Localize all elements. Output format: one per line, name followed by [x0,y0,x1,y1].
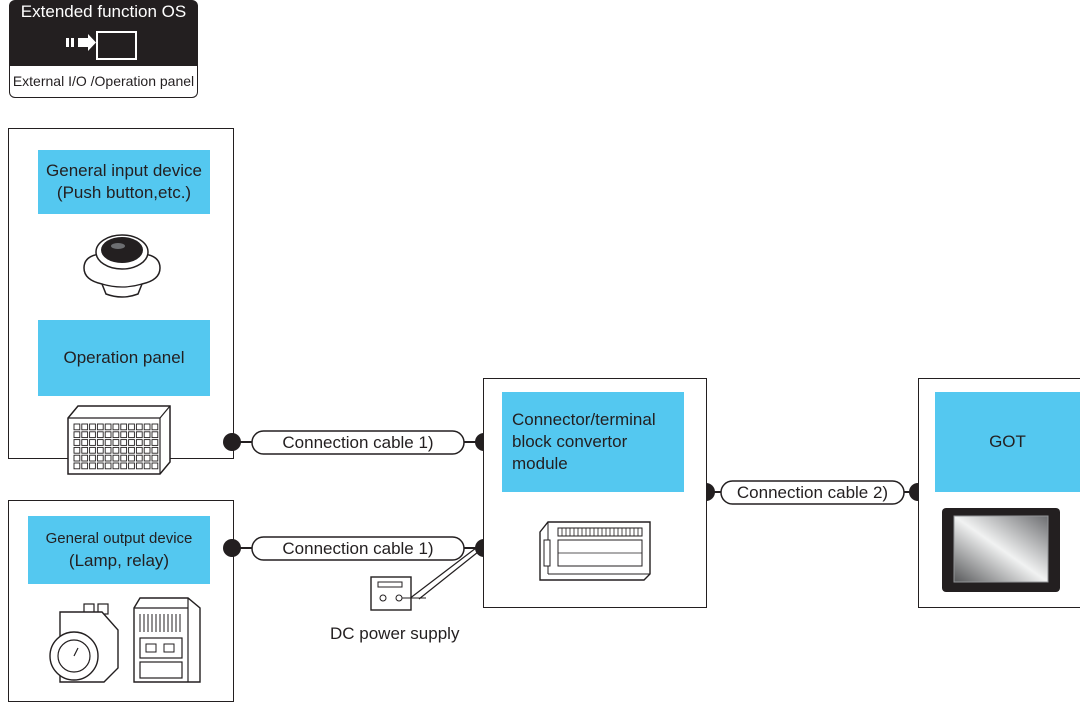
cable2-capsule [720,480,905,505]
keypad-key [89,431,96,439]
got-screen-icon [942,508,1060,592]
keypad-key [151,462,159,470]
keypad-key [143,439,151,446]
keypad-key [96,431,104,439]
keypad-key [89,423,96,431]
dc-power-supply-label: DC power supply [330,624,460,643]
keypad-key [104,439,112,446]
keypad-key [73,462,81,470]
keypad-key [81,446,89,454]
keypad-key [89,446,96,454]
keypad-key [151,446,159,454]
keypad-key [143,446,151,454]
keypad-key [112,446,120,454]
keypad-key [96,462,104,470]
keypad-key [120,454,128,462]
keypad-key [73,423,81,431]
keypad-key [104,462,112,470]
keypad-key [151,439,159,446]
cable1-bottom-label: Connection cable 1) [282,539,434,558]
cable1-top-capsule [251,430,465,455]
keypad-key [135,423,143,431]
connector-dot [223,539,241,557]
keypad-key [81,462,89,470]
keypad-key [104,446,112,454]
got-box: GOT [935,392,1080,492]
general-input-device-box: General input device (Push button,etc.) [38,150,210,214]
keypad-key [143,431,151,439]
keypad-key [112,454,120,462]
lamp-icon [49,603,119,683]
keypad-key [89,439,96,446]
keypad-key [81,431,89,439]
keypad-key [73,446,81,454]
got-label: GOT [989,432,1026,451]
keypad-key [128,446,135,454]
keypad-key [128,462,135,470]
general-input-device-sublabel: (Push button,etc.) [56,183,192,202]
keypad-key [135,454,143,462]
keypad-key [73,454,81,462]
converter-label-line3: module [512,454,568,473]
keypad-key [120,431,128,439]
keypad-key [81,423,89,431]
keypad-key [151,431,159,439]
keypad-key [104,454,112,462]
converter-box: Connector/terminal block convertor modul… [502,392,684,492]
operation-panel-box: Operation panel [38,320,210,396]
keypad-key [135,431,143,439]
relay-icon [133,597,201,683]
converter-label-line2: block convertor [512,432,628,451]
cable1-bottom-capsule [251,536,465,561]
keypad-key [73,439,81,446]
keypad-key [112,462,120,470]
keypad-key [143,462,151,470]
push-button-icon [83,234,161,298]
keypad-key [73,431,81,439]
keypad-key [120,462,128,470]
general-output-device-sublabel: (Lamp, relay) [68,551,170,570]
converter-label-line1: Connector/terminal [512,410,656,429]
keypad-key [104,423,112,431]
film-arrow-icon [66,31,137,60]
keypad-key [120,423,128,431]
keypad-key [135,446,143,454]
connector-dot [223,433,241,451]
keypad-key [128,423,135,431]
general-output-device-label: General output device [45,530,193,547]
keypad-key [81,454,89,462]
keypad-key [135,439,143,446]
keypad-key [128,454,135,462]
keypad-key [112,431,120,439]
keypad-key [96,439,104,446]
keypad-key [120,446,128,454]
general-input-device-label: General input device [46,161,202,180]
keypad-key [96,423,104,431]
cable1-top-label: Connection cable 1) [282,433,434,452]
keypad-key [112,423,120,431]
keypad-key [128,439,135,446]
general-output-device-box: General output device (Lamp, relay) [28,516,210,584]
keypad-key [128,431,135,439]
keypad-key [89,454,96,462]
dc-power-supply-icon [370,576,426,611]
badge-subtitle: External I/O /Operation panel [9,66,198,98]
keypad-icon [67,405,171,475]
operation-panel-label: Operation panel [63,348,185,367]
cable2-label: Connection cable 2) [736,483,889,502]
badge-title: Extended function OS [20,2,187,21]
keypad-key [89,462,96,470]
keypad-key [96,446,104,454]
keypad-key [143,423,151,431]
keypad-key [112,439,120,446]
keypad-key [104,431,112,439]
keypad-key [151,454,159,462]
converter-module-icon [539,521,651,581]
keypad-key [135,462,143,470]
keypad-key [143,454,151,462]
keypad-key [151,423,159,431]
keypad-key [81,439,89,446]
keypad-key [120,439,128,446]
keypad-key [96,454,104,462]
